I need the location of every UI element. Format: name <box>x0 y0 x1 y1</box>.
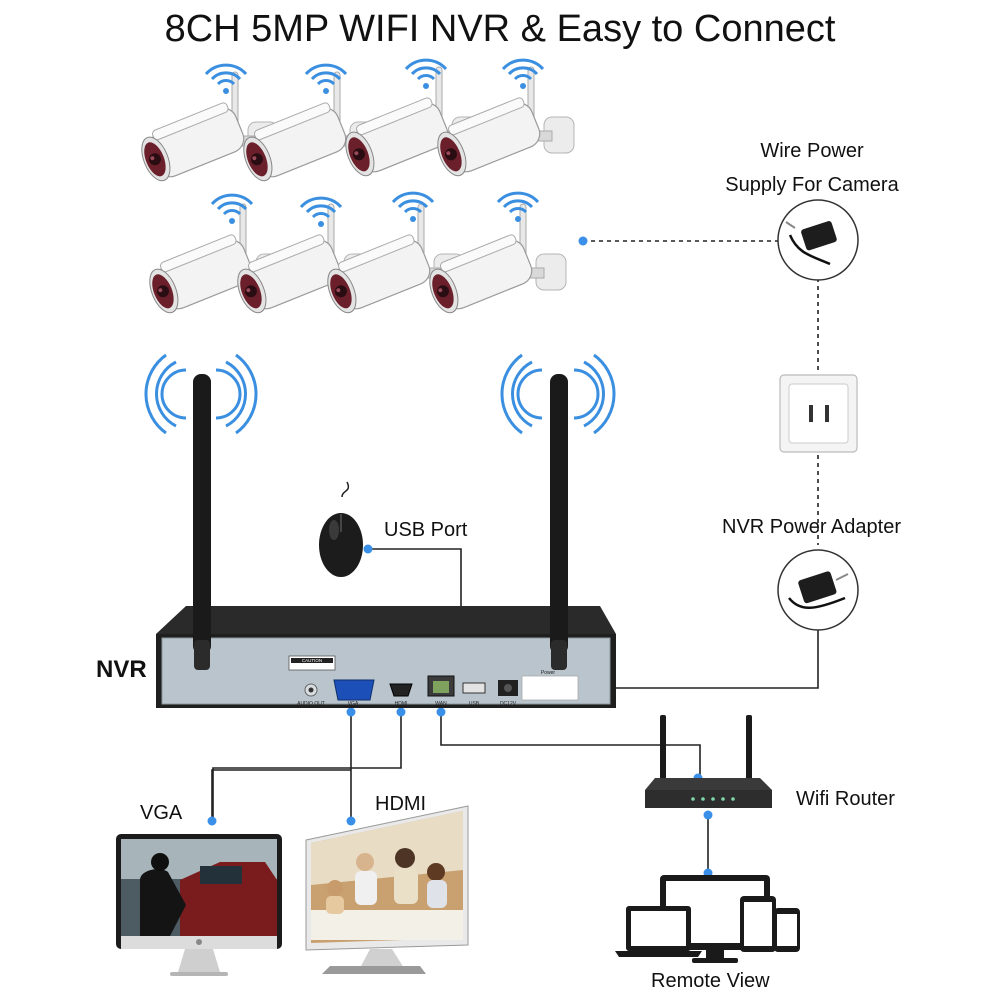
hdmi-monitor <box>305 805 469 974</box>
camera-power-label: Wire Power <box>760 140 864 162</box>
tablet <box>740 896 776 952</box>
nvr-label: NVR <box>96 656 147 683</box>
usb-port-label: USB Port <box>384 519 468 541</box>
port-label-usb: USB <box>469 701 480 707</box>
radio-waves-icon <box>500 353 616 435</box>
camera-group <box>134 66 575 318</box>
connector-dot <box>436 707 446 717</box>
nvr-power-adapter-icon <box>777 549 859 631</box>
wifi-signal-icon <box>299 196 343 229</box>
connector-dot <box>207 816 217 826</box>
radio-waves-icon <box>144 353 258 435</box>
nvr-power-wire <box>520 630 819 689</box>
wifi-signal-icon <box>204 63 248 96</box>
connector-dot <box>578 236 588 246</box>
camera-power-adapter <box>777 199 859 281</box>
wifi-signal-icon <box>496 191 540 224</box>
connector-dot <box>346 816 356 826</box>
antenna-radio-waves <box>144 353 616 435</box>
connector-dot <box>346 707 356 717</box>
connector-dots <box>207 236 713 878</box>
wall-outlet <box>779 374 858 453</box>
diagram-title: 8CH 5MP WIFI NVR & Easy to Connect <box>164 8 836 50</box>
nvr-antenna <box>550 374 568 670</box>
vga-label: VGA <box>140 802 183 824</box>
wifi-signal-icon <box>391 191 435 224</box>
port-label-dc: DC12V <box>500 701 517 707</box>
vga-monitor <box>116 834 282 976</box>
wifi-router-label: Wifi Router <box>796 788 895 810</box>
remote-view-label: Remote View <box>651 970 770 992</box>
nvr-power-adapter-label: NVR Power Adapter <box>722 516 901 538</box>
port-label-vga: VGA <box>348 701 359 707</box>
wan-wire <box>440 710 701 778</box>
laptop <box>615 906 702 957</box>
port-labels: AUDIO OUT VGA HDMI WAN USB DC12V Power <box>297 670 555 707</box>
port-label-hdmi: HDMI <box>395 701 408 707</box>
hdmi-label: HDMI <box>375 793 427 815</box>
phone <box>774 908 800 952</box>
connector-dot <box>703 810 713 820</box>
port-label-wan: WAN <box>435 701 447 707</box>
nvr-antenna <box>193 374 211 670</box>
port-label-audio: AUDIO OUT <box>297 701 325 707</box>
wifi-signal-icon <box>501 58 545 91</box>
camera-power-label: Supply For Camera <box>725 174 899 196</box>
vga-wire-to-monitor <box>211 769 351 820</box>
wifi-router <box>645 715 772 808</box>
hdmi-wire <box>212 710 402 820</box>
remote-devices <box>615 875 800 963</box>
caution-label: CAUTION <box>302 658 322 663</box>
nvr-unit: CAUTION AUDIO OUT VGA HDMI WAN <box>156 374 616 708</box>
wiring <box>211 240 819 872</box>
connector-dot <box>396 707 406 717</box>
connector-dot <box>363 544 373 554</box>
power-label: Power <box>541 670 556 676</box>
mouse <box>319 481 363 577</box>
